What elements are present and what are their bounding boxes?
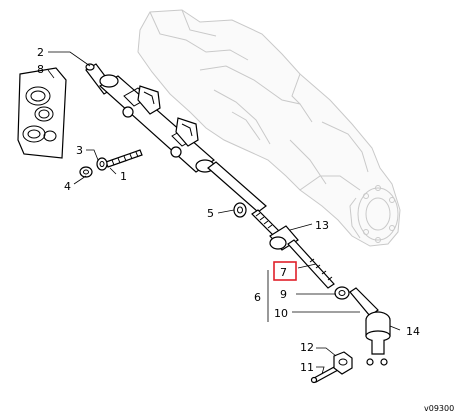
callout-1: 1	[120, 170, 127, 183]
washer-5	[233, 202, 247, 218]
steering-cylinder	[85, 63, 267, 213]
callout-14: 14	[406, 325, 420, 338]
leader-lines	[47, 51, 401, 375]
callout-2: 2	[37, 46, 44, 59]
seal-kit-card	[17, 67, 67, 159]
callout-3: 3	[76, 144, 83, 157]
callout-12: 12	[300, 341, 314, 354]
callout-labels: 2 8 3 4 1 5 13 7 6 9 10 14 12 11 v09300	[37, 46, 454, 413]
callout-4: 4	[64, 180, 71, 193]
highlight-box-7	[273, 261, 297, 281]
mounting-hardware	[79, 149, 143, 178]
callout-11: 11	[300, 361, 314, 374]
callout-8: 8	[37, 63, 44, 76]
callout-13: 13	[315, 219, 329, 232]
callout-9: 9	[280, 288, 287, 301]
ball-joint-14	[365, 311, 391, 366]
drawing-reference: v09300	[424, 404, 454, 413]
axle-housing-ghost	[137, 9, 401, 247]
callout-10: 10	[274, 307, 288, 320]
callout-7: 7	[280, 266, 287, 279]
tie-rod-assembly	[251, 209, 379, 317]
callout-5: 5	[207, 207, 214, 220]
fasteners-11-12	[310, 351, 353, 384]
callout-6: 6	[254, 291, 261, 304]
